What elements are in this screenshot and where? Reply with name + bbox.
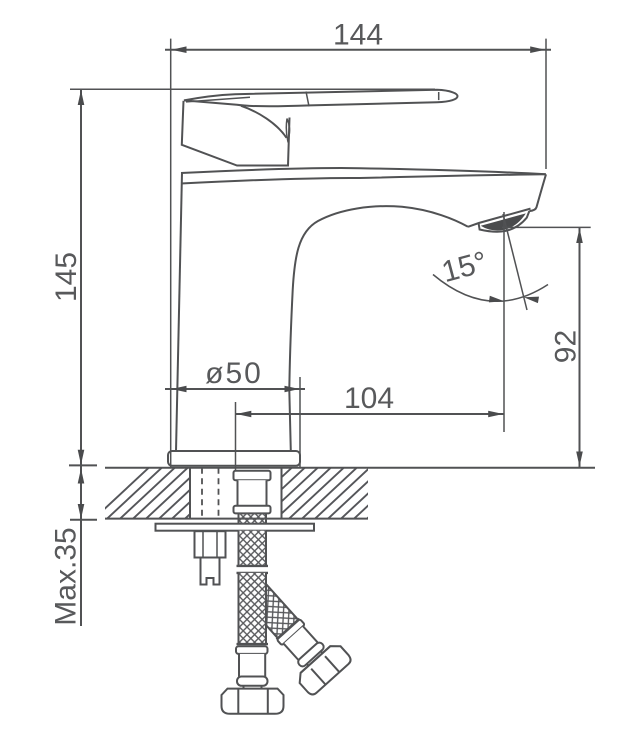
svg-text:145: 145 — [50, 252, 83, 302]
svg-text:144: 144 — [333, 19, 383, 52]
svg-text:92: 92 — [550, 330, 583, 363]
svg-text:Max.35: Max.35 — [50, 527, 83, 625]
svg-text:104: 104 — [344, 382, 394, 415]
svg-text:ø50: ø50 — [205, 357, 263, 390]
